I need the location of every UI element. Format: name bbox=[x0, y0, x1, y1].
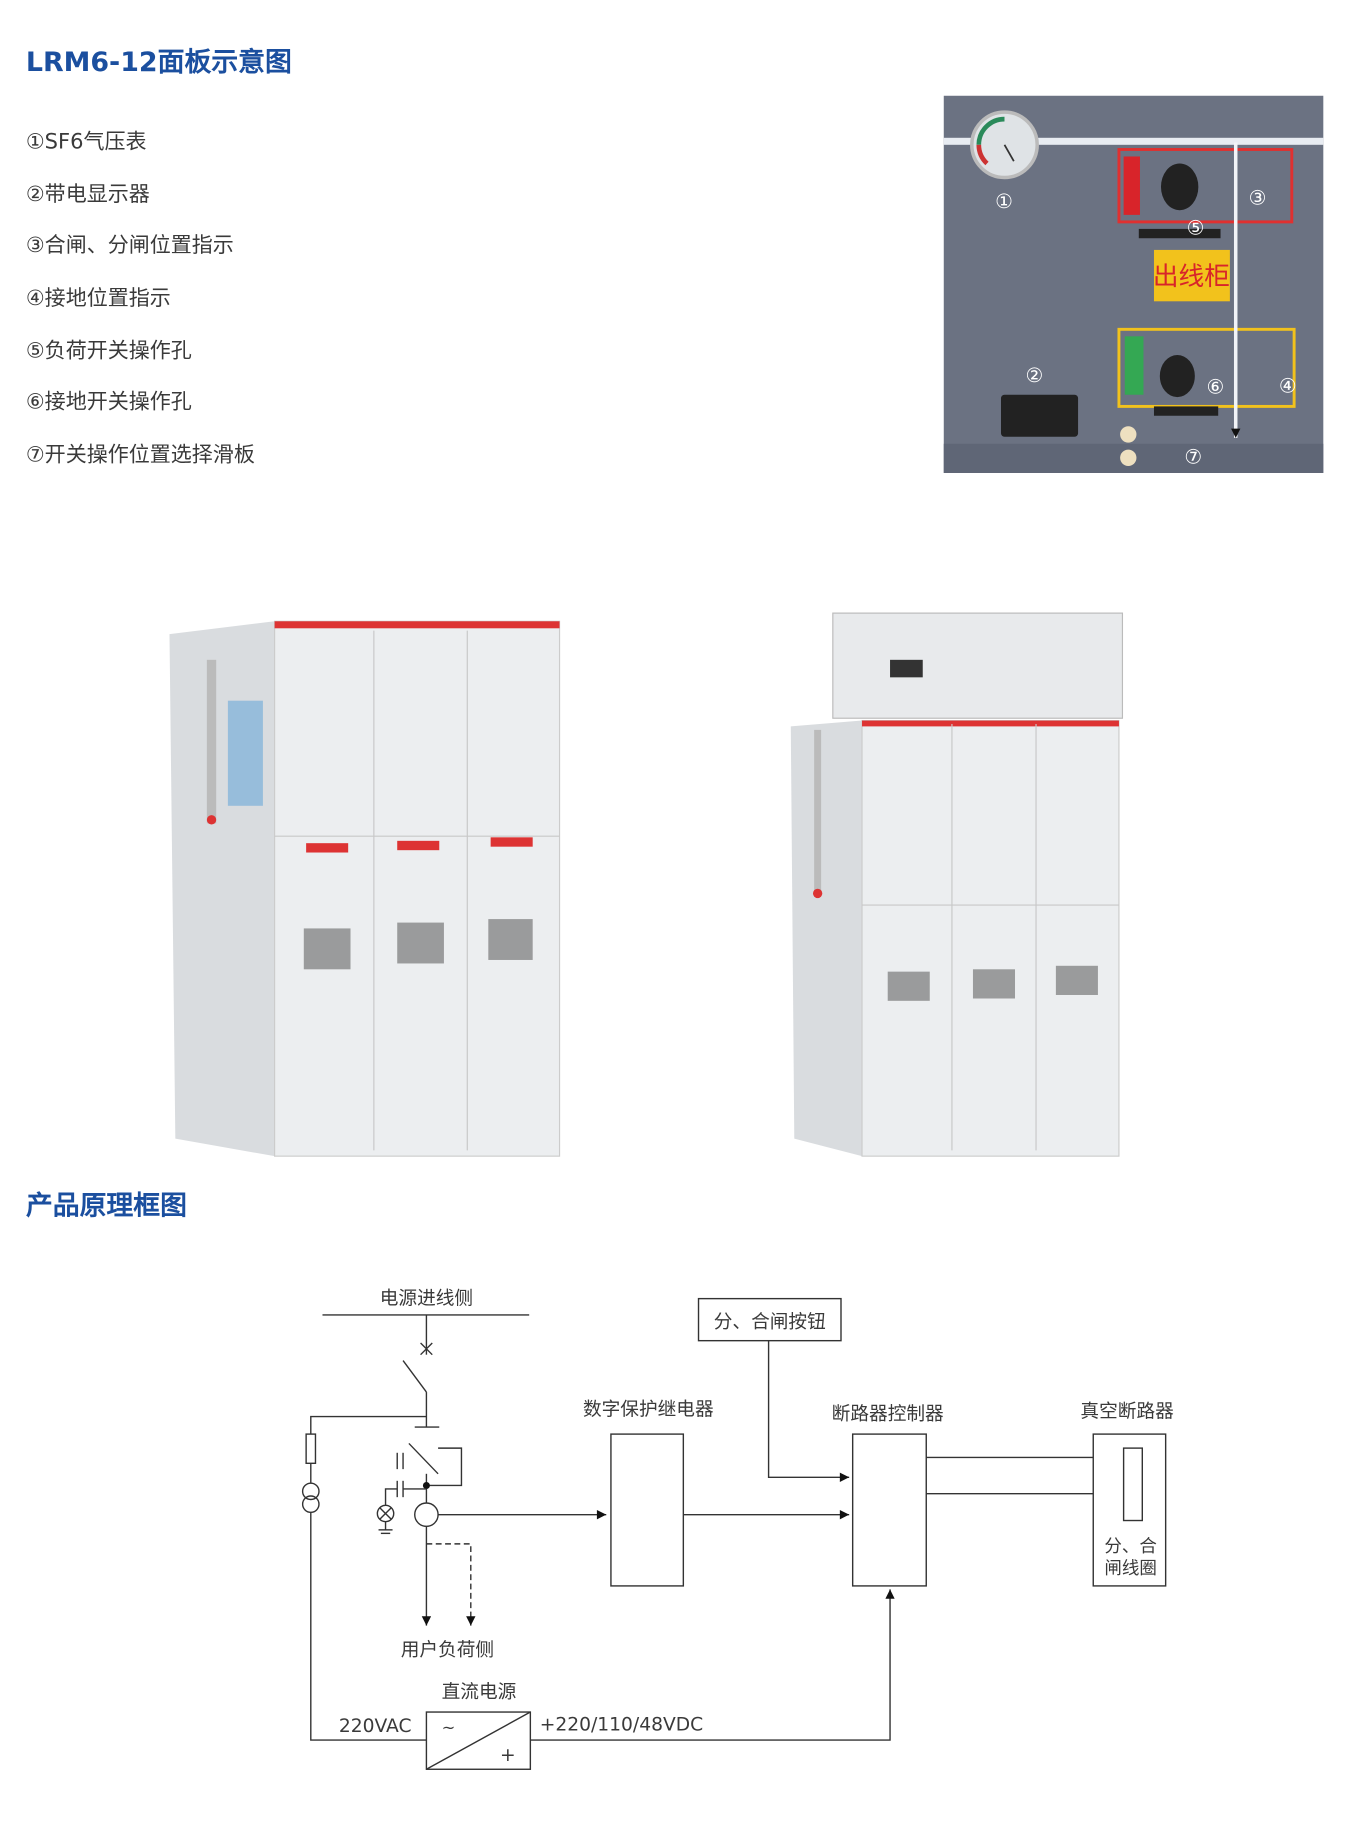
ac-symbol: ~ bbox=[442, 1718, 456, 1737]
panel-marker: ⑥ bbox=[1207, 376, 1225, 399]
cabinet-photo-right bbox=[790, 612, 1124, 1157]
label-controller: 断路器控制器 bbox=[832, 1404, 944, 1425]
legend-item: ⑦开关操作位置选择滑板 bbox=[26, 441, 255, 466]
panel-photo: 出线柜 ① ② ③ ④ ⑤ ⑥ ⑦ bbox=[943, 95, 1324, 473]
panel-legend-list: ①SF6气压表 ②带电显示器 ③合闸、分闸位置指示 ④接地位置指示 ⑤负荷开关操… bbox=[26, 128, 255, 466]
dc-symbol: + bbox=[500, 1745, 516, 1766]
legend-item: ⑤负荷开关操作孔 bbox=[26, 337, 192, 362]
label-source-side: 电源进线侧 bbox=[380, 1288, 473, 1309]
panel-marker: ⑤ bbox=[1187, 217, 1205, 240]
label-dc-out: +220/110/48VDC bbox=[540, 1715, 703, 1736]
controller-box bbox=[851, 1433, 927, 1587]
cabinet-photo-left bbox=[169, 620, 561, 1157]
legend-item: ②带电显示器 bbox=[26, 181, 150, 206]
label-dc-supply: 直流电源 bbox=[442, 1682, 517, 1703]
label-button: 分、合闸按钮 bbox=[714, 1312, 826, 1333]
relay-box bbox=[610, 1433, 685, 1587]
section-title-panel: LRM6-12面板示意图 bbox=[26, 46, 292, 78]
panel-marker: ⑦ bbox=[1184, 446, 1202, 469]
legend-item: ①SF6气压表 bbox=[26, 128, 147, 153]
label-coil-1: 分、合 bbox=[1104, 1537, 1157, 1557]
panel-marker: ③ bbox=[1249, 186, 1267, 209]
current-transformer-icon bbox=[414, 1502, 439, 1528]
panel-marker: ④ bbox=[1279, 374, 1297, 397]
panel-sign: 出线柜 bbox=[1153, 262, 1230, 292]
panel-marker: ② bbox=[1026, 364, 1044, 387]
legend-item: ③合闸、分闸位置指示 bbox=[26, 232, 234, 257]
block-diagram: 电源进线侧 用户负荷侧 分、合闸按钮 数字保护继电器 断路器控制器 bbox=[301, 1288, 1174, 1770]
label-coil-2: 闸线圈 bbox=[1104, 1559, 1157, 1579]
label-relay: 数字保护继电器 bbox=[583, 1399, 714, 1420]
label-vcb: 真空断路器 bbox=[1080, 1402, 1174, 1423]
coil-icon bbox=[1122, 1447, 1143, 1522]
panel-marker: ① bbox=[995, 190, 1013, 213]
section-title-diagram: 产品原理框图 bbox=[26, 1191, 187, 1222]
label-load-side: 用户负荷侧 bbox=[401, 1640, 494, 1661]
legend-item: ⑥接地开关操作孔 bbox=[26, 389, 192, 414]
legend-item: ④接地位置指示 bbox=[26, 285, 171, 310]
button-box bbox=[697, 1297, 842, 1342]
label-ac-in: 220VAC bbox=[339, 1716, 412, 1737]
